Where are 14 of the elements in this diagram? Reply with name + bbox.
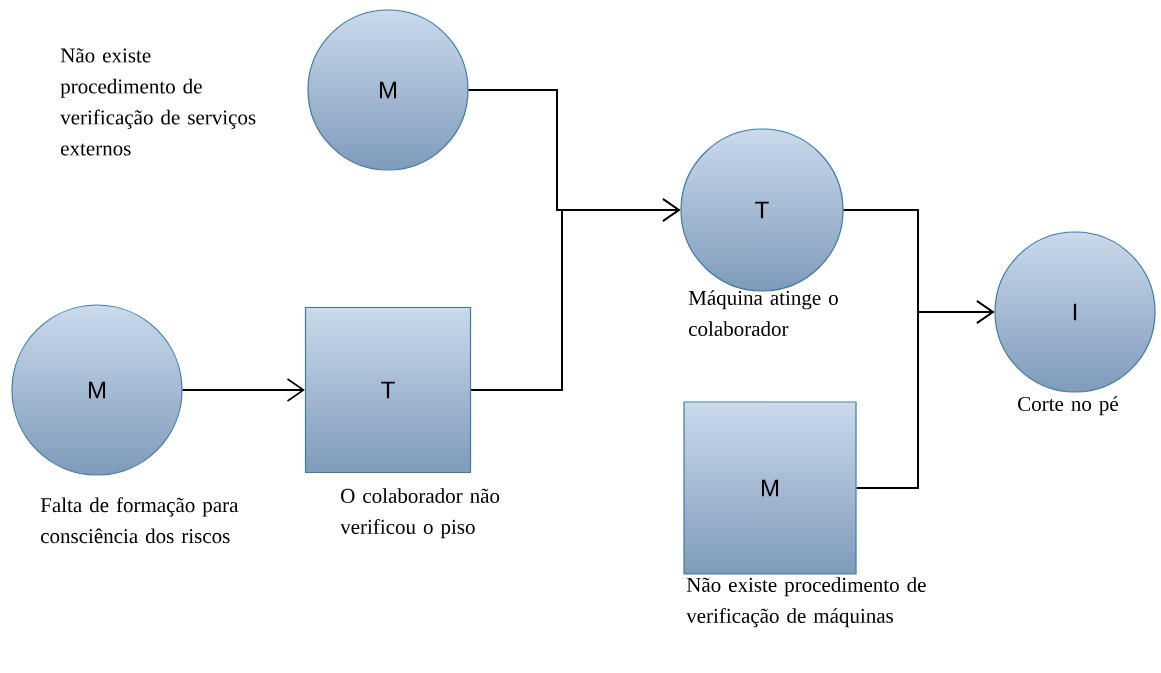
arrow xyxy=(181,378,305,402)
sphere-node: I xyxy=(994,231,1156,393)
arrow xyxy=(470,198,681,391)
sphere-node: M xyxy=(11,304,183,476)
node-caption: Corte no pé xyxy=(1018,396,1118,416)
sphere-node: M xyxy=(307,9,469,171)
node-caption: Não existe procedimento de verificação de serviços externos xyxy=(60,48,256,156)
node-caption: O colaborador não verificou o piso xyxy=(340,488,500,539)
square-node: T xyxy=(304,306,472,474)
node-caption: Falta de formação para consciência dos riscos xyxy=(40,497,239,544)
node-caption: Máquina atinge o colaborador xyxy=(688,290,838,336)
arrow xyxy=(855,300,995,489)
square-node: M xyxy=(683,401,857,575)
node-caption: Não existe procedimento de verificação de máquinas xyxy=(686,577,926,628)
